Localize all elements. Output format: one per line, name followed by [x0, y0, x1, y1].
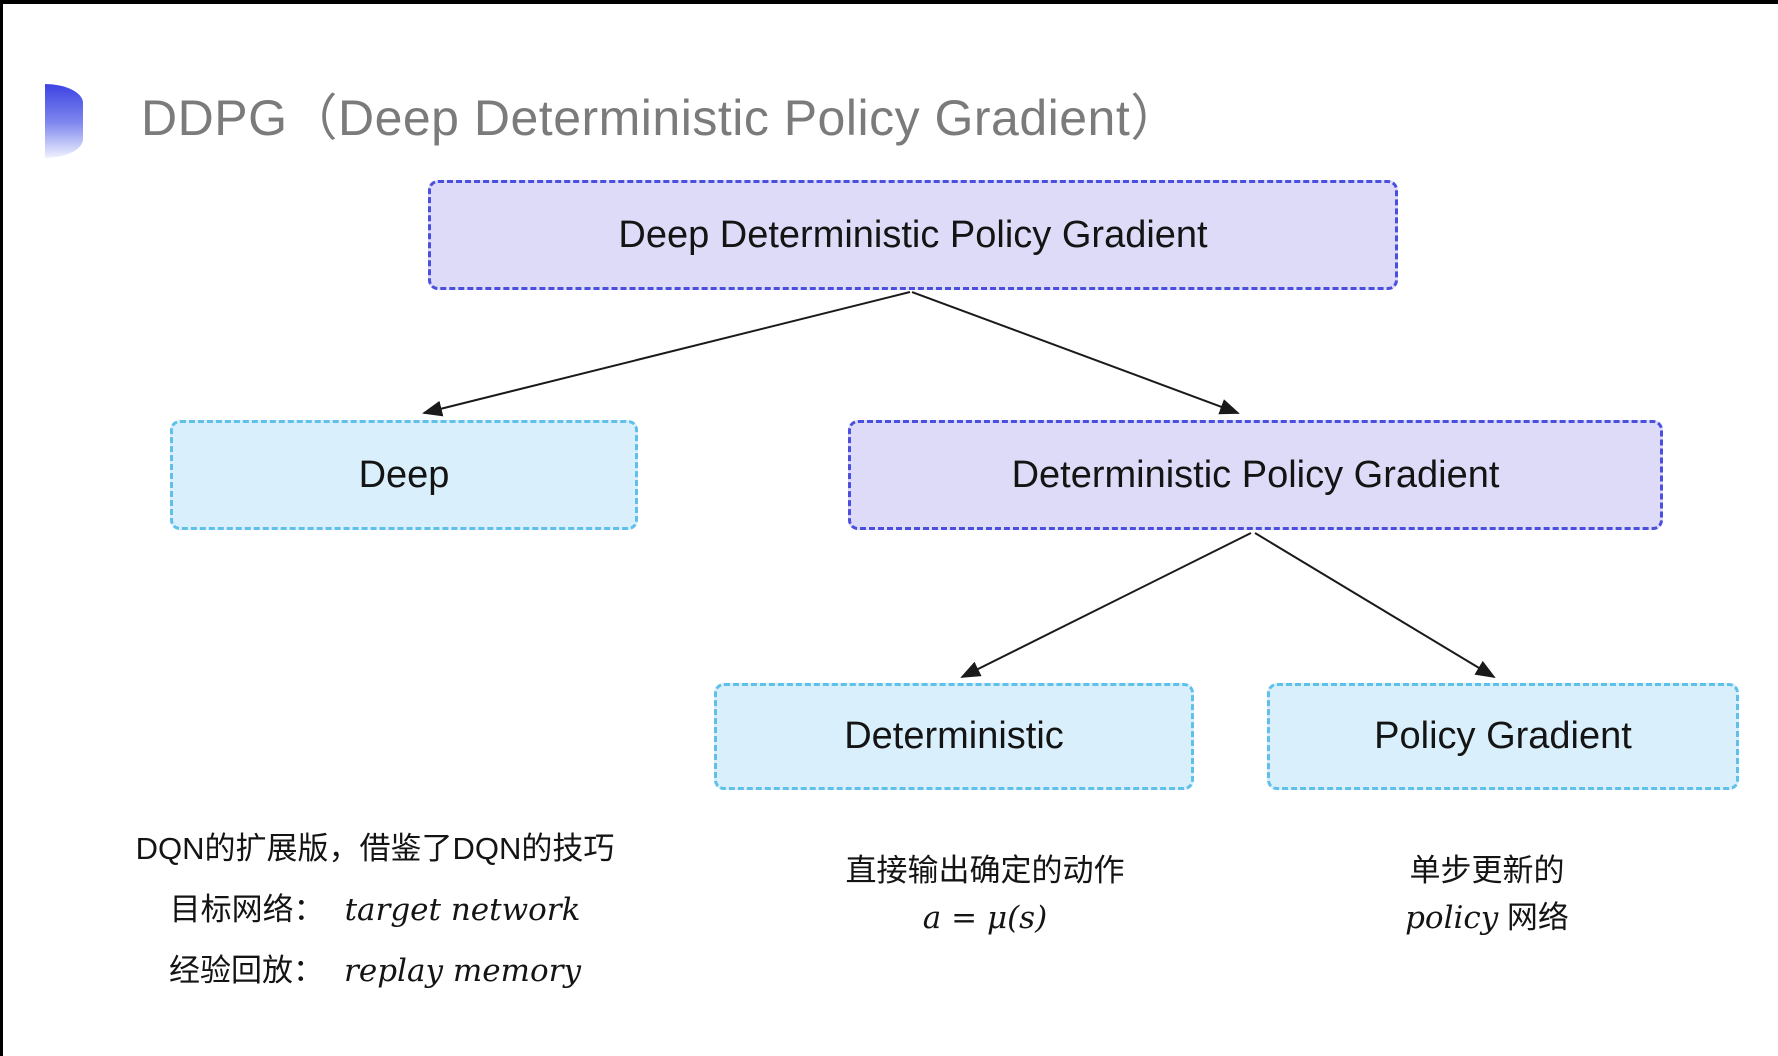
arrow-ddpg-to-deep: [422, 291, 911, 417]
node-dpg: Deterministic Policy Gradient: [848, 420, 1663, 530]
note-deterministic-formula: a = μ(s): [922, 900, 1048, 936]
frame-left-border: [0, 0, 3, 1056]
note-deep-line3: 经验回放： replay memory: [95, 952, 655, 990]
note-deterministic: 直接输出确定的动作 a = μ(s): [765, 852, 1205, 937]
arrow-dpg-to-policy-gradient: [1254, 532, 1496, 679]
note-policy-gradient: 单步更新的 policy 网络: [1267, 852, 1707, 937]
note-deep-line3-label: 经验回放：: [169, 953, 325, 988]
page-title: DDPG（Deep Deterministic Policy Gradient）: [141, 90, 1181, 146]
note-deep-line1: DQN的扩展版，借鉴了DQN的技巧: [135, 831, 615, 866]
node-ddpg-label: Deep Deterministic Policy Gradient: [618, 213, 1208, 256]
node-policy-gradient-label: Policy Gradient: [1374, 715, 1632, 757]
node-deterministic: Deterministic: [714, 683, 1194, 790]
node-dpg-label: Deterministic Policy Gradient: [1011, 453, 1500, 496]
note-deep: DQN的扩展版，借鉴了DQN的技巧 目标网络： target network 经验…: [95, 830, 655, 990]
node-ddpg: Deep Deterministic Policy Gradient: [428, 180, 1398, 290]
frame-top-border: [0, 0, 1778, 4]
note-deep-line2: 目标网络： target network: [95, 891, 655, 929]
note-policy-gradient-line2: policy 网络: [1267, 899, 1707, 937]
node-deep: Deep: [170, 420, 638, 530]
note-policy-gradient-line1: 单步更新的: [1409, 853, 1565, 888]
note-deep-line2-term: target network: [344, 892, 581, 928]
node-deep-label: Deep: [358, 453, 450, 496]
note-policy-gradient-line2-term: policy: [1405, 900, 1499, 936]
node-deterministic-label: Deterministic: [844, 715, 1064, 757]
note-deep-line3-term: replay memory: [344, 953, 581, 989]
note-deterministic-line1: 直接输出确定的动作: [845, 853, 1125, 888]
title-bullet-icon: [45, 84, 83, 158]
note-policy-gradient-line2-suffix: 网络: [1498, 900, 1569, 935]
note-deep-line2-label: 目标网络：: [169, 892, 325, 927]
node-policy-gradient: Policy Gradient: [1267, 683, 1739, 790]
arrow-ddpg-to-dpg: [911, 291, 1240, 415]
arrow-dpg-to-deterministic: [960, 532, 1252, 678]
